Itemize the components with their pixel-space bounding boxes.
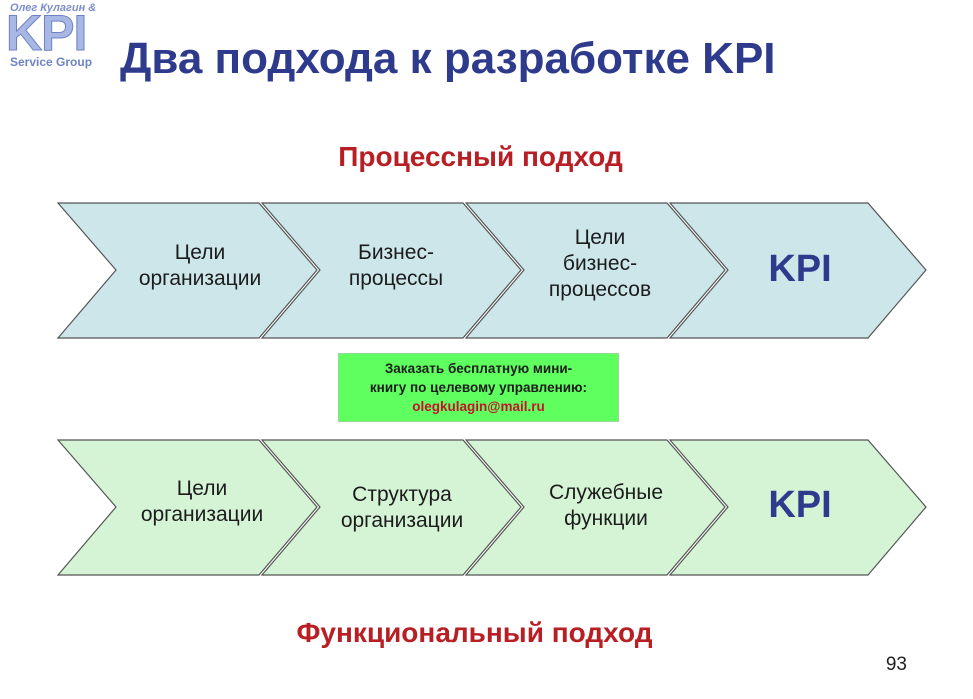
slide-title: Два подхода к разработке KPI xyxy=(120,34,776,83)
promo-box[interactable]: Заказать бесплатную мини- книгу по целев… xyxy=(338,353,619,422)
page-number: 93 xyxy=(885,654,907,675)
process-chevron-2 xyxy=(260,202,522,339)
process-kpi: KPI xyxy=(768,248,832,290)
process-step-2: Бизнес- процессы xyxy=(348,241,444,290)
functional-step-3: Служебные функции xyxy=(548,481,664,530)
process-chevron-4 xyxy=(668,202,927,339)
process-chevron-3 xyxy=(464,202,726,339)
process-approach-heading: Процессный подход xyxy=(338,141,623,172)
functional-step-2: Структура организации xyxy=(340,483,464,532)
promo-email-link[interactable]: olegkulagin@mail.ru xyxy=(412,399,545,414)
functional-approach-heading: Функциональный подход xyxy=(296,617,653,648)
process-step-3: Цели бизнес- процессов xyxy=(548,226,652,301)
logo-subtitle: Service Group xyxy=(10,55,93,69)
functional-chevron-1 xyxy=(56,439,318,576)
promo-line-2: книгу по целевому управлению: xyxy=(369,380,588,395)
functional-step-1: Цели организации xyxy=(140,477,264,526)
promo-line-1: Заказать бесплатную мини- xyxy=(384,361,573,376)
process-step-1: Цели организации xyxy=(138,241,262,290)
company-logo: Олег Кулагин & KPI Service Group xyxy=(5,2,114,72)
functional-chevron-row xyxy=(56,439,927,576)
process-chevron-row xyxy=(56,202,927,339)
functional-chevron-2 xyxy=(260,439,522,576)
functional-kpi: KPI xyxy=(768,484,832,526)
logo-author: Олег Кулагин & xyxy=(10,2,97,14)
logo-kpi: KPI xyxy=(5,5,87,61)
functional-chevron-4 xyxy=(668,439,927,576)
functional-chevron-3 xyxy=(464,439,726,576)
process-chevron-1 xyxy=(56,202,318,339)
